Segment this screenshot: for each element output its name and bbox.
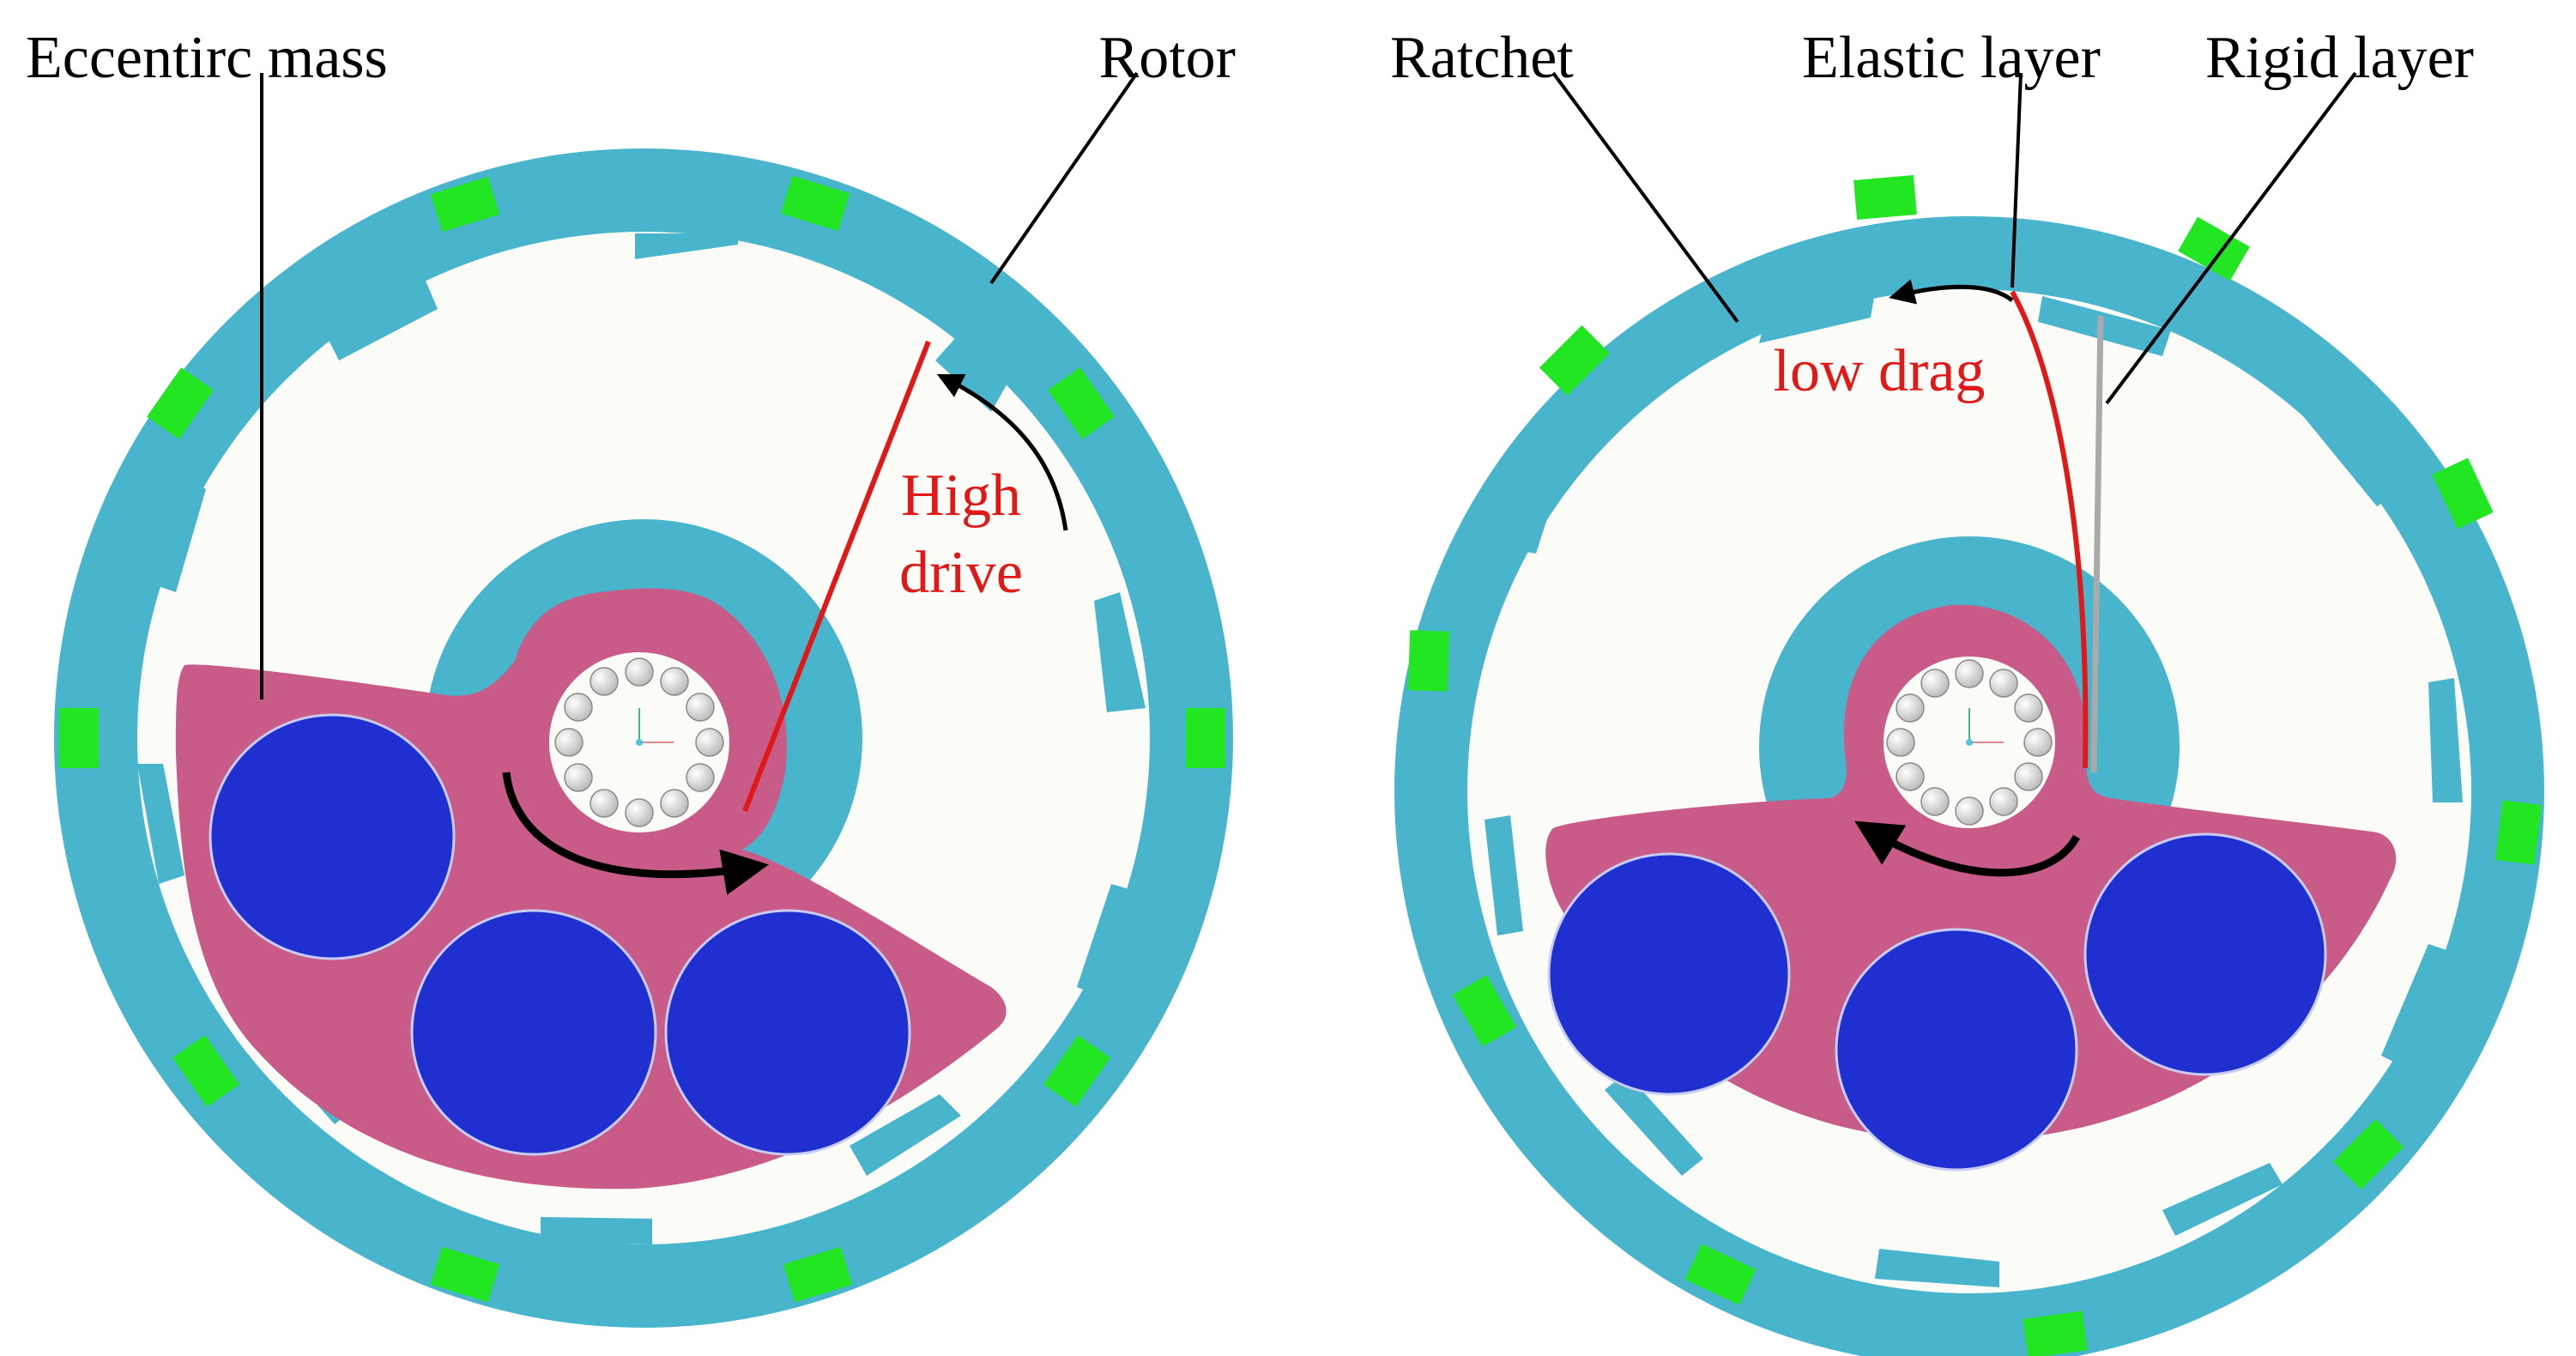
right-layer-arrow-icon: [1889, 279, 2014, 305]
left-rotation-arrow-icon: [502, 772, 769, 895]
magnet: [147, 367, 214, 439]
ratchet-tooth: [2162, 1163, 2283, 1236]
ratchet-tooth: [1485, 815, 1523, 935]
right-magnets: [1407, 175, 2543, 1356]
elastic-layer-label: Elastic layer: [1802, 25, 2101, 91]
magnet: [2332, 1118, 2404, 1190]
bearing-ball: [1955, 796, 1984, 826]
bearing-ball: [590, 789, 619, 818]
bearing-ball: [1920, 669, 1950, 698]
left-center-axis-icon: [636, 708, 674, 746]
ratchet-tooth: [1510, 438, 1570, 554]
high-drive-label-line2: drive: [899, 540, 1023, 606]
bearing-ball: [564, 763, 593, 792]
left-drive-layer: [742, 340, 931, 813]
ratchet-tooth: [1094, 592, 1146, 712]
high-drive-label-line1: High: [901, 463, 1021, 529]
left-layer-arrow-icon: [936, 373, 1068, 531]
magnet: [1684, 1244, 1757, 1305]
bearing-ball: [564, 693, 593, 722]
elastic-layer-leader: [2011, 72, 2023, 288]
magnet: [1186, 708, 1225, 768]
magnet: [783, 1246, 853, 1303]
magnet: [1407, 630, 1450, 692]
magnet: [1539, 324, 1611, 397]
bearing-ball: [1989, 669, 2018, 698]
bearing-ball: [590, 667, 619, 696]
right-weight-1: [1547, 852, 1791, 1096]
right-bearing-balls: [1886, 659, 2053, 826]
magnet: [2494, 800, 2543, 865]
bearing-ball: [554, 728, 584, 757]
right-weight-2: [1835, 928, 2078, 1171]
bearing-ball: [695, 728, 724, 757]
bearing-ball: [660, 667, 689, 696]
right-ratchet-teeth: [1485, 292, 2463, 1287]
ratchet-tooth: [137, 764, 184, 884]
ratchet-tooth: [150, 476, 206, 592]
magnet: [430, 1246, 500, 1303]
right-elastic-layer: [2010, 290, 2089, 769]
magnet: [172, 1035, 239, 1107]
bearing-ball: [1920, 787, 1950, 816]
magnet: [59, 708, 99, 768]
bearing-ball: [686, 763, 715, 792]
magnet: [1048, 367, 1115, 439]
ratchet-tooth: [1605, 1073, 1703, 1176]
left-rotor-unit: [54, 71, 1233, 1328]
bearing-ball: [1886, 728, 1915, 757]
right-rotor-unit: [1394, 71, 2544, 1356]
left-weight-3: [664, 909, 911, 1156]
bearing-ball: [2014, 762, 2043, 791]
bearing-ball: [1896, 762, 1925, 791]
bearing-ball: [1896, 693, 1925, 723]
ratchet-tooth: [850, 1094, 961, 1176]
ratchet-tooth: [935, 336, 1008, 412]
ratchet-tooth: [1077, 884, 1141, 1000]
ratchet-tooth: [2300, 395, 2403, 506]
right-rotation-arrow-icon: [1854, 820, 2080, 877]
magnet: [2023, 1311, 2088, 1356]
eccentric-mass-label: Eccentirc mass: [26, 25, 388, 91]
rotor-label: Rotor: [1099, 25, 1236, 91]
ratchet-tooth: [635, 233, 738, 259]
ratchet-leader: [1551, 71, 1739, 324]
bearing-ball: [2023, 728, 2053, 757]
bearing-ball: [2014, 693, 2043, 723]
right-weight-3: [2083, 832, 2327, 1076]
magnet: [2432, 457, 2494, 530]
rotor-leader: [989, 71, 1139, 285]
left-bearing-balls: [554, 657, 724, 827]
ratchet-tooth: [541, 1217, 652, 1244]
ratchet-tooth: [2038, 296, 2171, 356]
bearing-ball: [660, 789, 689, 818]
ratchet-tooth: [2381, 944, 2454, 1068]
ratchet-tooth: [326, 279, 438, 360]
bearing-ball: [625, 798, 654, 827]
left-weight-2: [410, 909, 657, 1156]
magnet: [1043, 1035, 1110, 1107]
bearing-ball: [686, 693, 715, 722]
magnet: [430, 176, 500, 233]
right-rigid-layer: [2090, 315, 2104, 773]
right-center-axis-icon: [1966, 708, 2004, 746]
rigid-layer-leader: [2105, 71, 2357, 405]
bearing-ball: [1989, 787, 2018, 816]
low-drag-label: low drag: [1774, 338, 1986, 404]
bearing-ball: [625, 657, 654, 687]
left-magnets: [59, 175, 1225, 1303]
ratchet-tooth: [2428, 678, 2463, 802]
rigid-layer-label: Rigid layer: [2205, 25, 2474, 91]
left-weight-1: [209, 713, 456, 960]
magnet: [780, 175, 850, 232]
magnet: [2178, 216, 2250, 281]
ratchet-label: Ratchet: [1390, 25, 1574, 91]
bearing-ball: [1955, 659, 1984, 688]
ratchet-tooth: [1759, 292, 1875, 343]
magnet: [1452, 975, 1517, 1047]
magnet: [1853, 175, 1917, 220]
ratchet-tooth: [1875, 1249, 1999, 1287]
